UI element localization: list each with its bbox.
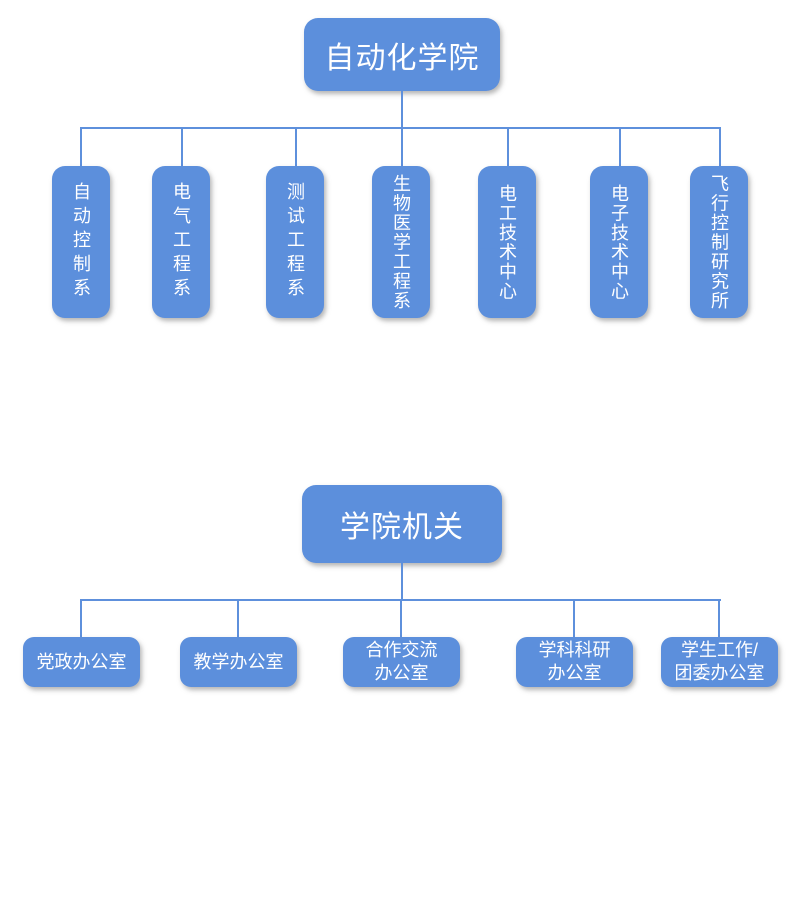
- dept-label: 飞行控制研究所: [709, 173, 729, 311]
- office-box-cooperation-exchange: 合作交流 办公室: [343, 637, 460, 687]
- office-label: 党政办公室: [36, 651, 127, 672]
- dept-label: 自动控制系: [71, 182, 91, 302]
- office-label: 学生工作/ 团委办公室: [674, 640, 765, 683]
- automation-connector-drop: [619, 127, 621, 166]
- dept-box-electrician-tech-center: 电工技术中心: [478, 166, 536, 318]
- dept-label: 电子技术中心: [609, 183, 629, 301]
- office-box-student-work-youth-league: 学生工作/ 团委办公室: [661, 637, 778, 687]
- automation-connector-drop: [507, 127, 509, 166]
- offices-root-connector-stub: [401, 563, 403, 601]
- dept-box-flight-control-institute: 飞行控制研究所: [690, 166, 748, 318]
- dept-label: 生物医学工程系: [391, 173, 411, 311]
- automation-connector-drop: [719, 127, 721, 166]
- offices-connector-drop: [573, 599, 575, 637]
- dept-box-biomedical-engineering: 生物医学工程系: [372, 166, 430, 318]
- offices-root-label: 学院机关: [340, 511, 464, 544]
- offices-connector-drop: [237, 599, 239, 637]
- office-label: 学科科研 办公室: [538, 640, 611, 683]
- dept-box-testing-engineering: 测试工程系: [266, 166, 324, 318]
- dept-label: 测试工程系: [285, 182, 305, 302]
- automation-connector-drop: [181, 127, 183, 166]
- office-label: 教学办公室: [193, 651, 284, 672]
- dept-box-electronic-tech-center: 电子技术中心: [590, 166, 648, 318]
- automation-connector-rail: [80, 127, 721, 129]
- office-label: 合作交流 办公室: [365, 640, 438, 683]
- automation-root-box: 自动化学院: [304, 18, 500, 91]
- office-box-teaching: 教学办公室: [180, 637, 297, 687]
- automation-connector-drop: [80, 127, 82, 166]
- dept-label: 电工技术中心: [497, 183, 517, 301]
- offices-root-box: 学院机关: [302, 485, 502, 563]
- automation-connector-drop: [401, 127, 403, 166]
- offices-connector-drop: [400, 599, 402, 637]
- dept-label: 电气工程系: [171, 182, 191, 302]
- dept-box-electrical-engineering: 电气工程系: [152, 166, 210, 318]
- automation-root-connector-stub: [401, 91, 403, 129]
- offices-connector-drop: [80, 599, 82, 637]
- offices-connector-drop: [718, 599, 720, 637]
- automation-connector-drop: [295, 127, 297, 166]
- office-box-discipline-research: 学科科研 办公室: [516, 637, 633, 687]
- office-box-party-admin: 党政办公室: [23, 637, 140, 687]
- dept-box-automatic-control: 自动控制系: [52, 166, 110, 318]
- automation-root-label: 自动化学院: [324, 41, 480, 75]
